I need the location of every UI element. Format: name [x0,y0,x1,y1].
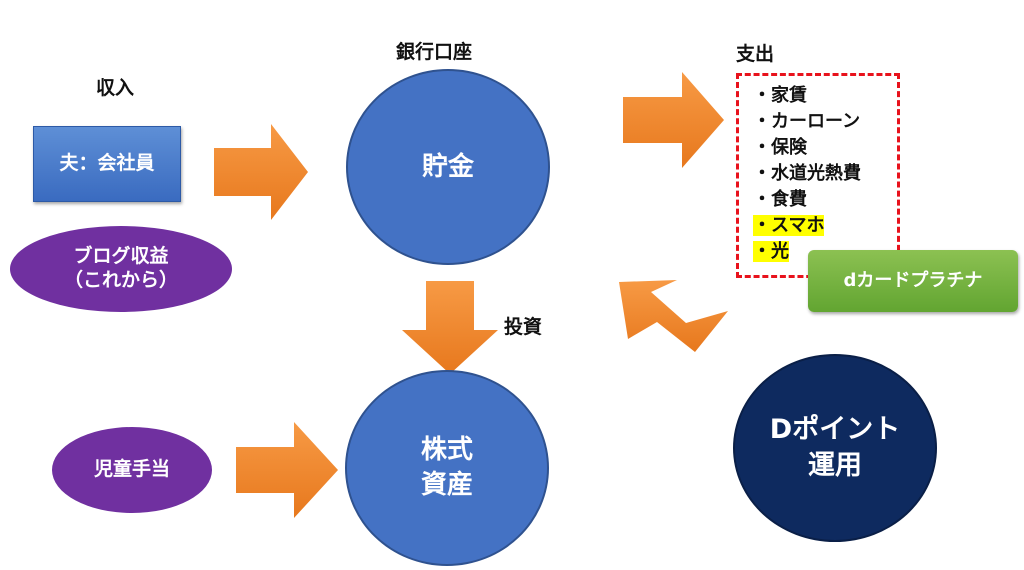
expense-list-box: ・家賃・カーローン・保険・水道光熱費・食費・スマホ・光 [736,73,900,278]
child-allowance-ellipse: 児童手当 [52,427,212,513]
blog-revenue-ellipse: ブログ収益 （これから） [10,226,232,312]
arrow-savings-to-stocks [402,281,498,374]
savings-text: 貯金 [421,151,474,182]
arrow-income-to-savings [214,124,308,220]
dpoint-line1: Dポイント [769,413,901,445]
expense-item: ・スマホ [753,213,861,239]
expense-item: ・家賃 [753,83,861,109]
expense-item-text: ・家賃 [753,85,807,106]
dpoint-investment-circle: Dポイント 運用 [733,354,937,542]
expense-list: ・家賃・カーローン・保険・水道光熱費・食費・スマホ・光 [753,83,861,265]
expense-item-text: ・水道光熱費 [753,163,861,184]
expense-item: ・光 [753,239,861,265]
expense-item: ・食費 [753,187,861,213]
savings-circle: 貯金 [346,69,550,265]
arrow-child-to-stocks [236,422,338,518]
expense-item-text: ・スマホ [753,215,825,236]
stock-assets-line1: 株式 [420,434,473,465]
invest-label: 投資 [504,316,543,338]
expense-item-text: ・保険 [753,137,807,158]
child-allowance-text: 児童手当 [93,458,170,481]
arrow-dpoint-to-expenses [619,280,728,352]
blog-revenue-line1: ブログ収益 [73,245,169,268]
expense-item: ・カーローン [753,109,861,135]
bank-account-label: 銀行口座 [396,41,473,63]
expense-item-text: ・食費 [753,189,807,210]
arrow-savings-to-expenses [623,72,724,168]
dcard-platinum-box: dカードプラチナ [808,250,1018,312]
dpoint-line2: 運用 [807,450,862,481]
husband-income-box: 夫：会社員 [33,126,181,202]
husband-income-text: 夫：会社員 [59,152,155,175]
stock-assets-circle: 株式 資産 [345,370,549,566]
expense-item-text: ・カーローン [753,111,861,132]
expense-label: 支出 [736,43,775,65]
blog-revenue-line2: （これから） [63,269,178,291]
income-label: 収入 [96,77,135,99]
expense-item-text: ・光 [753,241,789,262]
expense-item: ・保険 [753,135,861,161]
stock-assets-line2: 資産 [420,470,473,500]
expense-item: ・水道光熱費 [753,161,861,187]
dcard-platinum-text: dカードプラチナ [843,269,983,291]
